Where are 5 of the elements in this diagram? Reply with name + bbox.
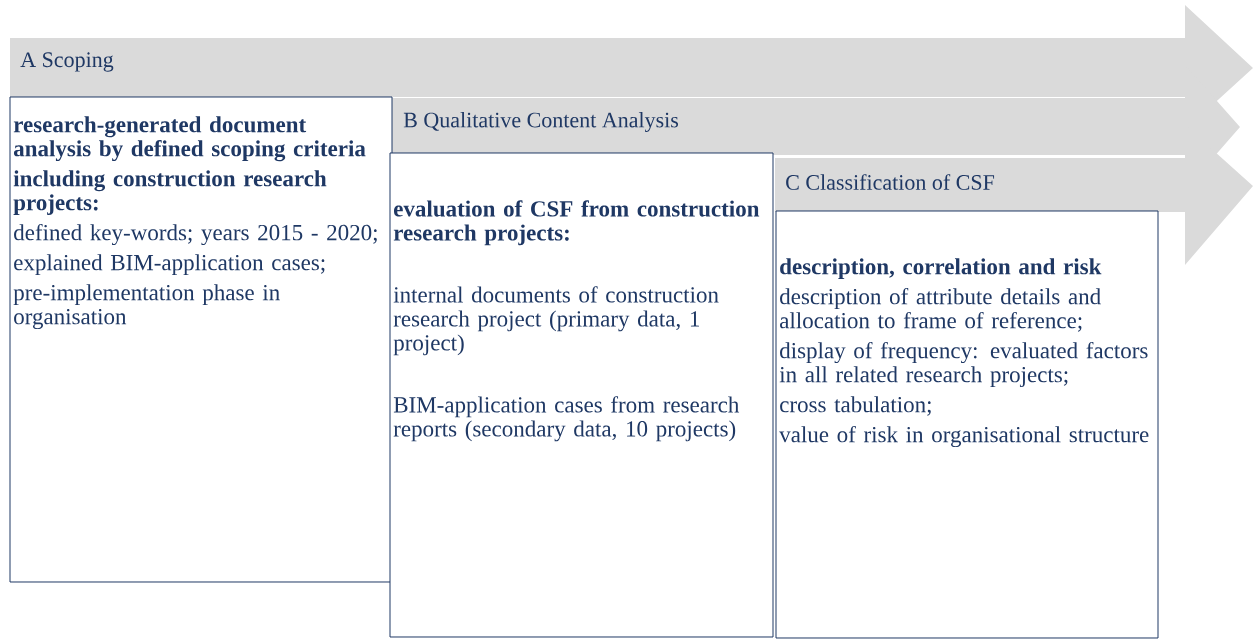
text-box: description, correlation and risk description of attribute details and allocation to frame of reference; display of frequency: evaluated factors in all related research projects; cross tabulation; value of risk in organisational structure	[775, 210, 1159, 639]
node-label: B Qualitative Content Analysis	[403, 111, 679, 133]
node-label: A Scoping	[20, 52, 114, 72]
text-box: evaluation of CSF from construction research projects: internal documents of construction research project (primary data, 1 project) BIM-application cases from research reports (secondary data, 10 projects)	[389, 152, 774, 638]
text-box: research-generated document analysis by defined scoping criteria including construction research projects: defined key-words; years 2015 - 2020; explained BIM-application cases; pre-implementation phase in organisation	[9, 96, 393, 583]
